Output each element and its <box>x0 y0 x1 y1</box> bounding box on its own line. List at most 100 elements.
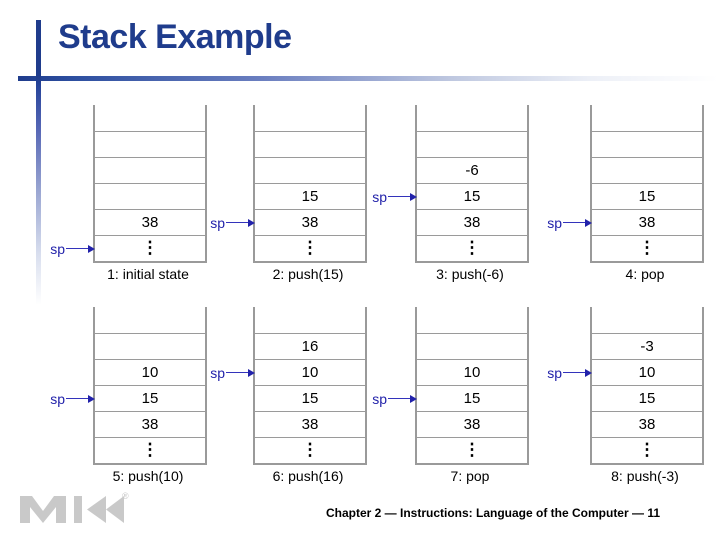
sp-arrow-line <box>563 372 585 373</box>
sp-arrow-head-icon <box>410 394 417 403</box>
sp-arrow-line <box>66 248 88 249</box>
stack-pointer-sp: sp <box>538 210 592 236</box>
sp-arrow-line <box>226 222 248 223</box>
stack-cell-empty <box>95 105 205 131</box>
stack-cell-empty <box>95 333 205 359</box>
sp-arrow-line <box>226 372 248 373</box>
sp-arrow-head-icon <box>585 218 592 227</box>
stack-cell-empty <box>95 307 205 333</box>
registered-trademark-symbol: ® <box>122 491 129 501</box>
stack-cell-empty <box>95 157 205 183</box>
stack-cell-value: 15 <box>255 385 365 411</box>
stack-pointer-sp: sp <box>363 386 417 412</box>
sp-arrow-head-icon <box>88 394 95 403</box>
sp-arrow-line <box>388 196 410 197</box>
stack-cell-empty <box>592 105 702 131</box>
stack-cell-value: 10 <box>592 359 702 385</box>
stack-cell-value: 15 <box>417 183 527 209</box>
sp-arrow-head-icon <box>248 368 255 377</box>
stack-cell-empty <box>417 105 527 131</box>
sp-arrow-line <box>563 222 585 223</box>
stack-cell-ellipsis: ⋮ <box>592 437 702 463</box>
stack-cell-empty <box>255 157 365 183</box>
stack-cell-value: 38 <box>592 411 702 437</box>
stack-cell-ellipsis: ⋮ <box>417 437 527 463</box>
stack-cell-empty <box>592 157 702 183</box>
stack-caption: 4: pop <box>625 266 665 282</box>
sp-arrow-head-icon <box>410 192 417 201</box>
stack-cell-empty <box>417 333 527 359</box>
stack-pointer-sp: sp <box>41 386 95 412</box>
stack-cell-value: 10 <box>255 359 365 385</box>
sp-label: sp <box>210 364 225 381</box>
mk-logo-glyph <box>20 496 124 523</box>
stack-cell-value: 38 <box>255 411 365 437</box>
stack-cell-empty <box>417 131 527 157</box>
mk-morgan-kaufmann-logo: ® <box>18 491 140 526</box>
slide-footer: Chapter 2 — Instructions: Language of th… <box>325 506 661 520</box>
sp-arrow-head-icon <box>585 368 592 377</box>
sp-label: sp <box>210 214 225 231</box>
stack-cell-value: 38 <box>255 209 365 235</box>
stack-cell-empty <box>95 183 205 209</box>
sp-label: sp <box>547 214 562 231</box>
stack-caption: 5: push(10) <box>112 468 184 484</box>
stack-pointer-sp: sp <box>201 360 255 386</box>
stack-cell-value: 38 <box>592 209 702 235</box>
sp-label: sp <box>547 364 562 381</box>
stack-cell-empty <box>592 307 702 333</box>
stack-cell-empty <box>592 131 702 157</box>
stack-cell-ellipsis: ⋮ <box>255 235 365 261</box>
sp-arrow-head-icon <box>248 218 255 227</box>
stack-cell-ellipsis: ⋮ <box>417 235 527 261</box>
stack-cell-value: 15 <box>417 385 527 411</box>
stack-caption: 8: push(-3) <box>611 468 679 484</box>
stack-cell-ellipsis: ⋮ <box>95 437 205 463</box>
sp-label: sp <box>372 188 387 205</box>
stack-caption: 3: push(-6) <box>436 266 504 282</box>
sp-label: sp <box>50 240 65 257</box>
header-divider-rule <box>18 76 718 81</box>
stack-cell-ellipsis: ⋮ <box>592 235 702 261</box>
stack-cell-ellipsis: ⋮ <box>95 235 205 261</box>
sp-arrow-line <box>66 398 88 399</box>
stack-pointer-sp: sp <box>201 210 255 236</box>
stack-cell-value: 15 <box>592 385 702 411</box>
stack-cell-empty <box>255 105 365 131</box>
sp-arrow-line <box>388 398 410 399</box>
stack-cell-empty <box>255 307 365 333</box>
stack-pointer-sp: sp <box>363 184 417 210</box>
stack-pointer-sp: sp <box>41 236 95 262</box>
header-vertical-accent-bar <box>36 20 41 305</box>
sp-arrow-head-icon <box>88 244 95 253</box>
stack-caption: 7: pop <box>450 468 490 484</box>
sp-label: sp <box>50 390 65 407</box>
stack-cell-value: 38 <box>417 209 527 235</box>
sp-label: sp <box>372 390 387 407</box>
stack-cell-empty <box>255 131 365 157</box>
stack-cell-value: 38 <box>417 411 527 437</box>
page-title: Stack Example <box>58 18 292 56</box>
